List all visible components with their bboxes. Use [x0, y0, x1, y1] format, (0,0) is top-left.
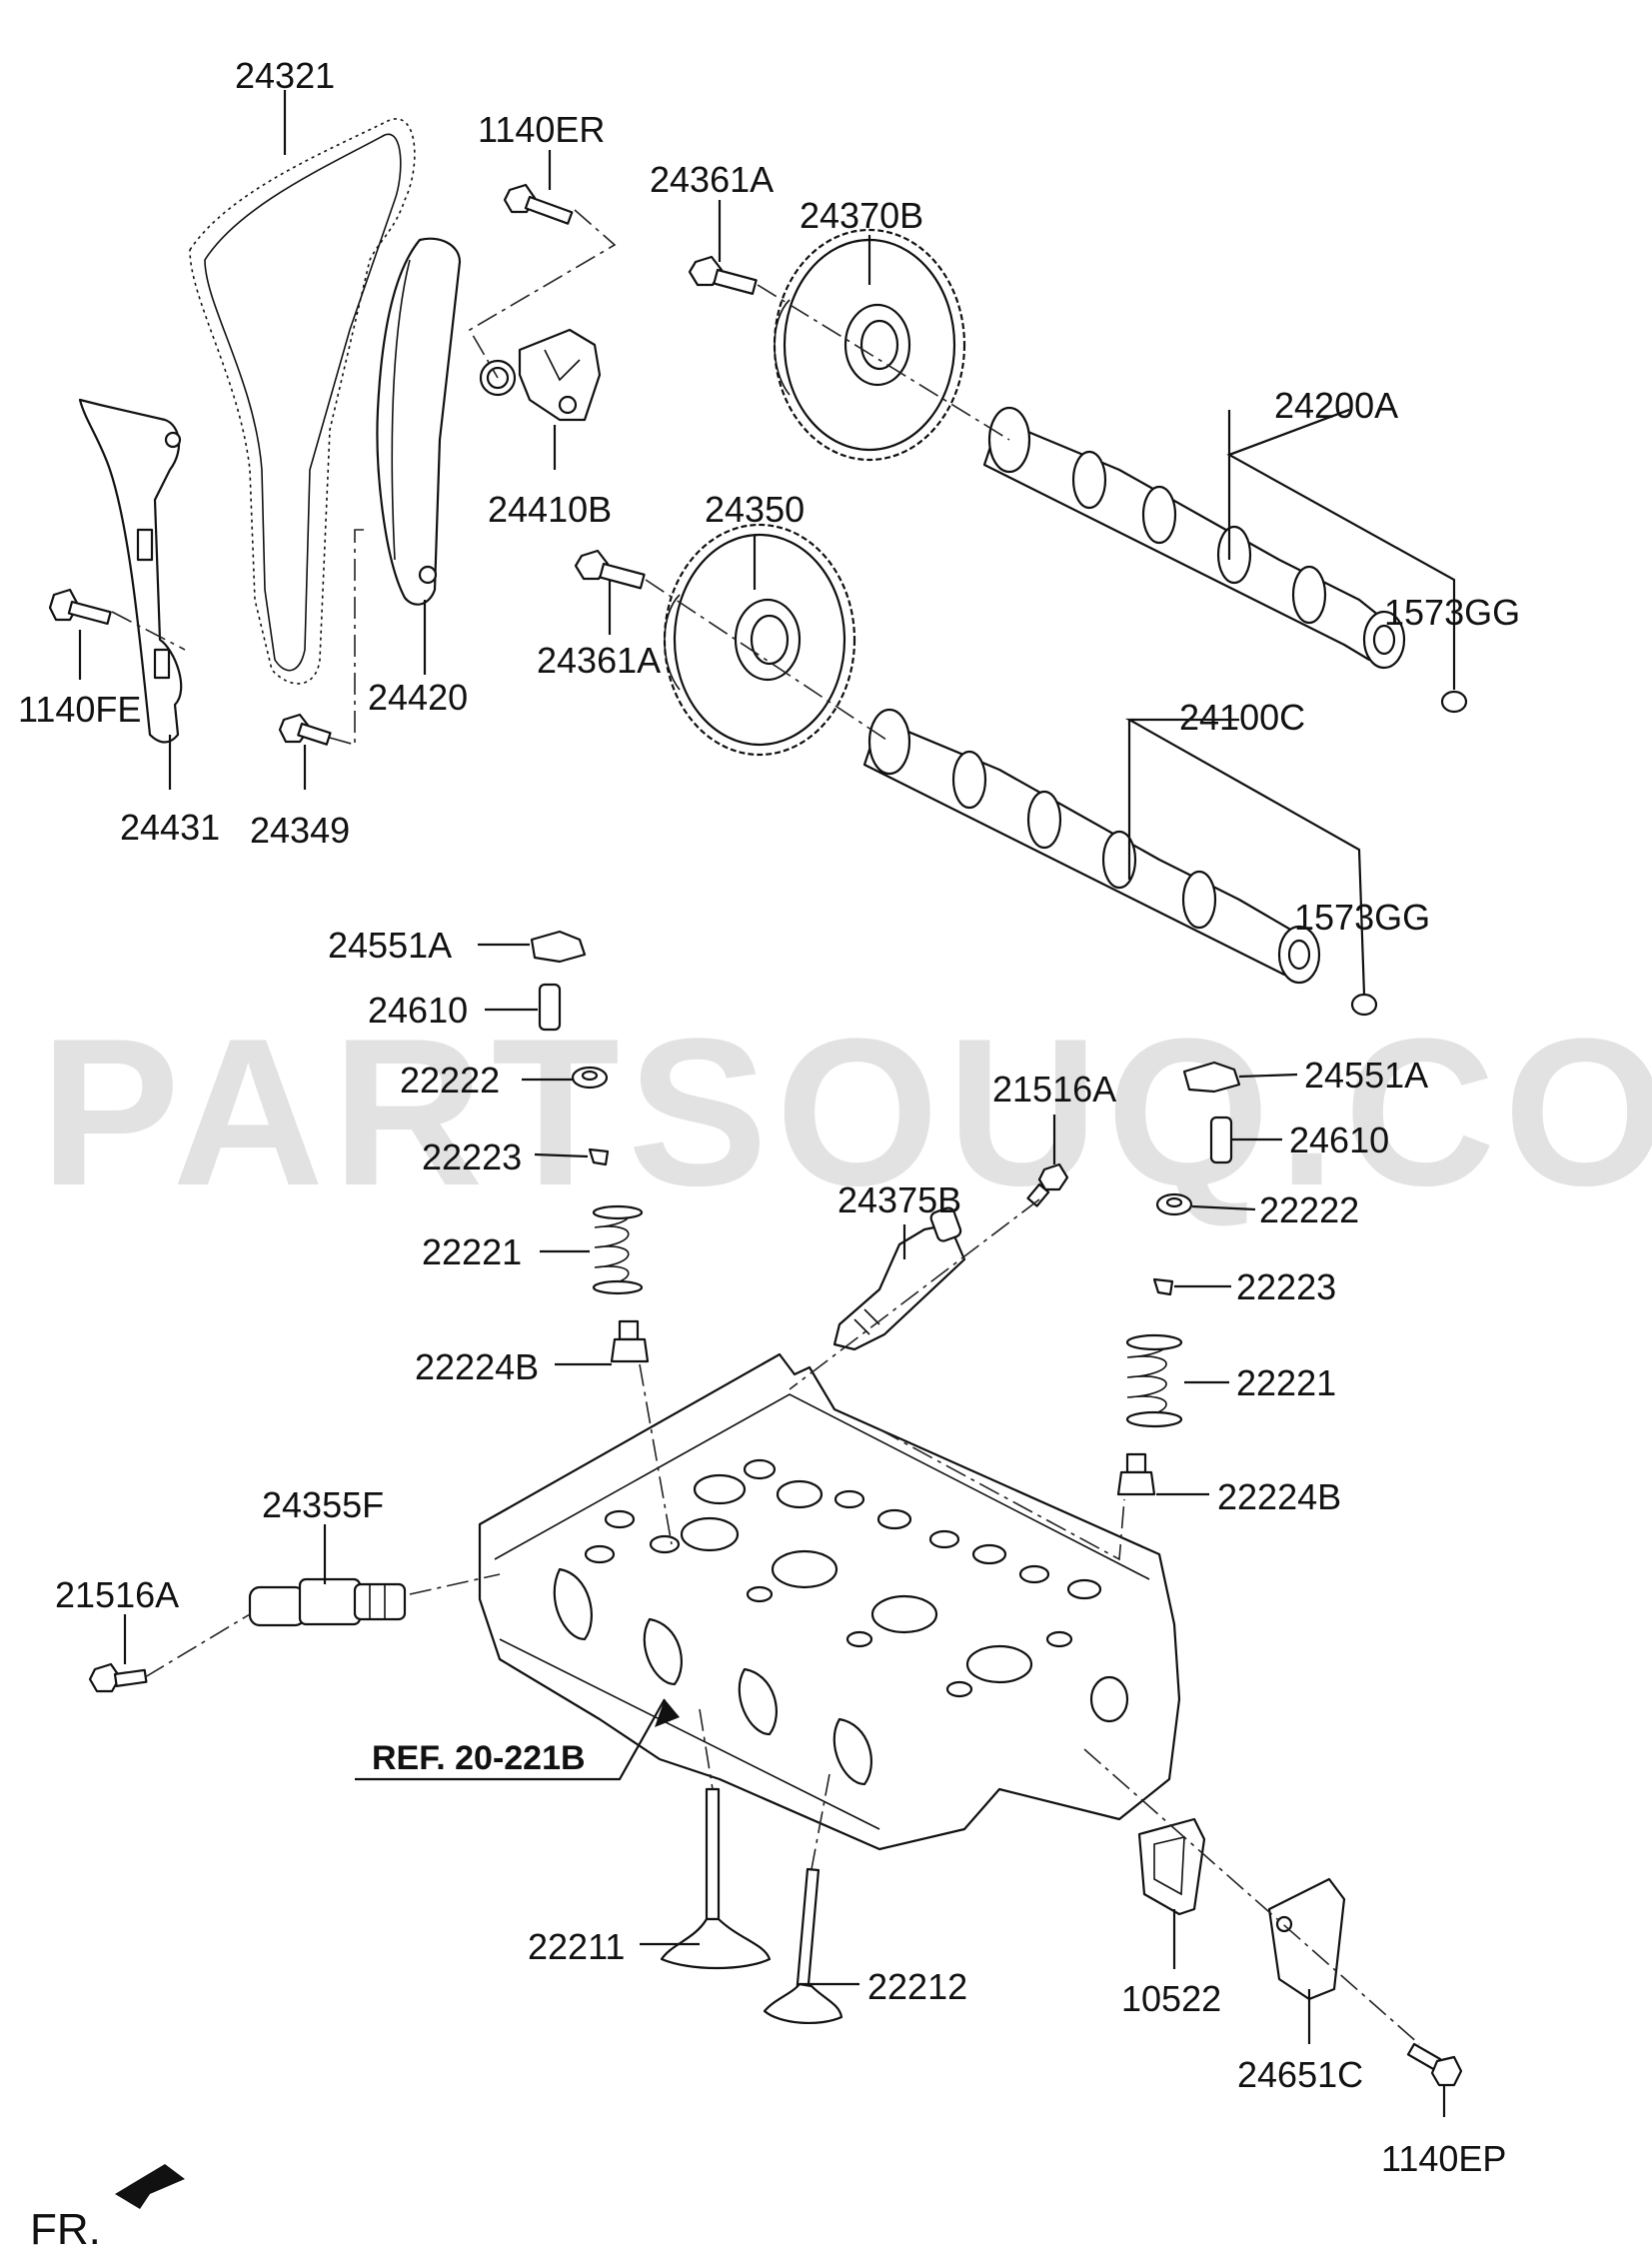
cover-24651C[interactable] [1267, 1877, 1346, 2001]
label-22222-left[interactable]: 22222 [400, 1060, 500, 1101]
label-22221-left[interactable]: 22221 [422, 1231, 522, 1272]
label-22212[interactable]: 22212 [867, 1966, 967, 2007]
cotter-22223-right[interactable] [1152, 1277, 1174, 1296]
label-10522[interactable]: 10522 [1121, 1978, 1221, 2019]
watermark: PARTSOUQ.COM [40, 995, 1652, 1229]
gasket-10522[interactable] [1137, 1817, 1206, 1916]
front-arrow-icon [115, 2164, 185, 2209]
tensioner-24410B[interactable] [479, 328, 602, 422]
label-24410B[interactable]: 24410B [488, 489, 612, 530]
lash-adjuster-24610-right[interactable] [1209, 1116, 1233, 1164]
cotter-22223-left[interactable] [588, 1147, 610, 1166]
cylinder-head[interactable] [478, 1352, 1181, 1851]
bolt-24361A-lower[interactable] [574, 549, 646, 590]
head-bore-pattern [553, 1458, 1129, 1786]
label-24420[interactable]: 24420 [368, 677, 468, 718]
label-24349[interactable]: 24349 [250, 810, 350, 851]
label-24355F[interactable]: 24355F [262, 1484, 384, 1525]
lash-adjuster-24610-left[interactable] [538, 983, 562, 1032]
label-22222-right[interactable]: 22222 [1259, 1189, 1359, 1230]
spring-22221-right[interactable] [1125, 1333, 1183, 1428]
camshaft-24100C[interactable] [862, 708, 1321, 985]
label-1573GG-upper[interactable]: 1573GG [1384, 592, 1520, 633]
chain-guide-24420[interactable] [376, 237, 462, 606]
label-24350[interactable]: 24350 [705, 489, 805, 530]
label-1140FE[interactable]: 1140FE [18, 689, 141, 730]
label-22223-right[interactable]: 22223 [1236, 1266, 1336, 1307]
bolt-21516A-upper[interactable] [1026, 1162, 1069, 1207]
retainer-22222-right[interactable] [1155, 1192, 1193, 1216]
retainer-22222-left[interactable] [571, 1066, 609, 1090]
label-24610-left[interactable]: 24610 [368, 990, 468, 1031]
spring-22221-left[interactable] [592, 1204, 644, 1295]
label-22224B-left[interactable]: 22224B [415, 1346, 539, 1387]
label-24551A-right[interactable]: 24551A [1304, 1055, 1428, 1096]
label-24321[interactable]: 24321 [235, 55, 335, 96]
leader-lines [78, 90, 1456, 2117]
ref-arrow [655, 1699, 680, 1727]
bolt-24349[interactable] [278, 713, 332, 746]
exhaust-valve-22212[interactable] [763, 1867, 843, 2025]
label-24375B[interactable]: 24375B [837, 1179, 961, 1220]
bolt-21516A-lower[interactable] [88, 1662, 148, 1693]
label-24200A[interactable]: 24200A [1274, 385, 1398, 426]
bolt-1140EP[interactable] [1406, 2042, 1463, 2087]
camshaft-24200A[interactable] [982, 406, 1406, 670]
timing-chain[interactable] [189, 118, 416, 685]
bolt-24361A-upper[interactable] [688, 255, 758, 295]
oil-control-valve-24355F[interactable] [248, 1577, 407, 1627]
label-1140ER[interactable]: 1140ER [478, 109, 605, 150]
label-22224B-right[interactable]: 22224B [1217, 1476, 1341, 1517]
label-24610-right[interactable]: 24610 [1289, 1120, 1389, 1160]
label-22211[interactable]: 22211 [528, 1926, 625, 1967]
label-22223-left[interactable]: 22223 [422, 1136, 522, 1177]
label-24431[interactable]: 24431 [120, 807, 220, 848]
label-24100C[interactable]: 24100C [1179, 697, 1305, 738]
label-24651C[interactable]: 24651C [1237, 2054, 1363, 2095]
plug-1573GG-upper[interactable] [1440, 690, 1468, 714]
assembly-centerlines [111, 209, 1420, 2045]
label-1140EP[interactable]: 1140EP [1381, 2138, 1506, 2179]
label-24361A-lower[interactable]: 24361A [537, 640, 661, 681]
rocker-arm-24551A-left[interactable] [530, 930, 587, 964]
label-1573GG-lower[interactable]: 1573GG [1294, 897, 1430, 938]
rocker-arm-24551A-right[interactable] [1182, 1061, 1241, 1094]
label-21516A-lower[interactable]: 21516A [55, 1574, 179, 1615]
valve-seal-22224B-left[interactable] [610, 1319, 650, 1363]
bolt-1140ER[interactable] [503, 183, 574, 225]
ref-20-221B[interactable]: REF. 20-221B [372, 1739, 586, 1777]
tensioner-arm-24431[interactable] [78, 398, 183, 744]
front-label: FR. [30, 2205, 101, 2254]
front-indicator: FR. [30, 2164, 185, 2254]
label-24370B[interactable]: 24370B [800, 195, 923, 236]
valve-seal-22224B-right[interactable] [1116, 1452, 1156, 1496]
part-labels: 24321 1140ER 24361A 24370B 24200A 24410B… [18, 55, 1520, 2179]
cam-sprocket-24370B[interactable] [773, 228, 966, 462]
plug-1573GG-lower[interactable] [1350, 993, 1378, 1017]
intake-valve-22211[interactable] [660, 1787, 772, 1970]
label-24361A-upper[interactable]: 24361A [650, 159, 774, 200]
bolt-1140FE[interactable] [48, 588, 112, 626]
label-22221-right[interactable]: 22221 [1236, 1362, 1336, 1403]
label-24551A-left[interactable]: 24551A [328, 925, 452, 966]
label-21516A-upper[interactable]: 21516A [992, 1069, 1116, 1110]
cam-sprocket-24350[interactable] [663, 523, 856, 757]
